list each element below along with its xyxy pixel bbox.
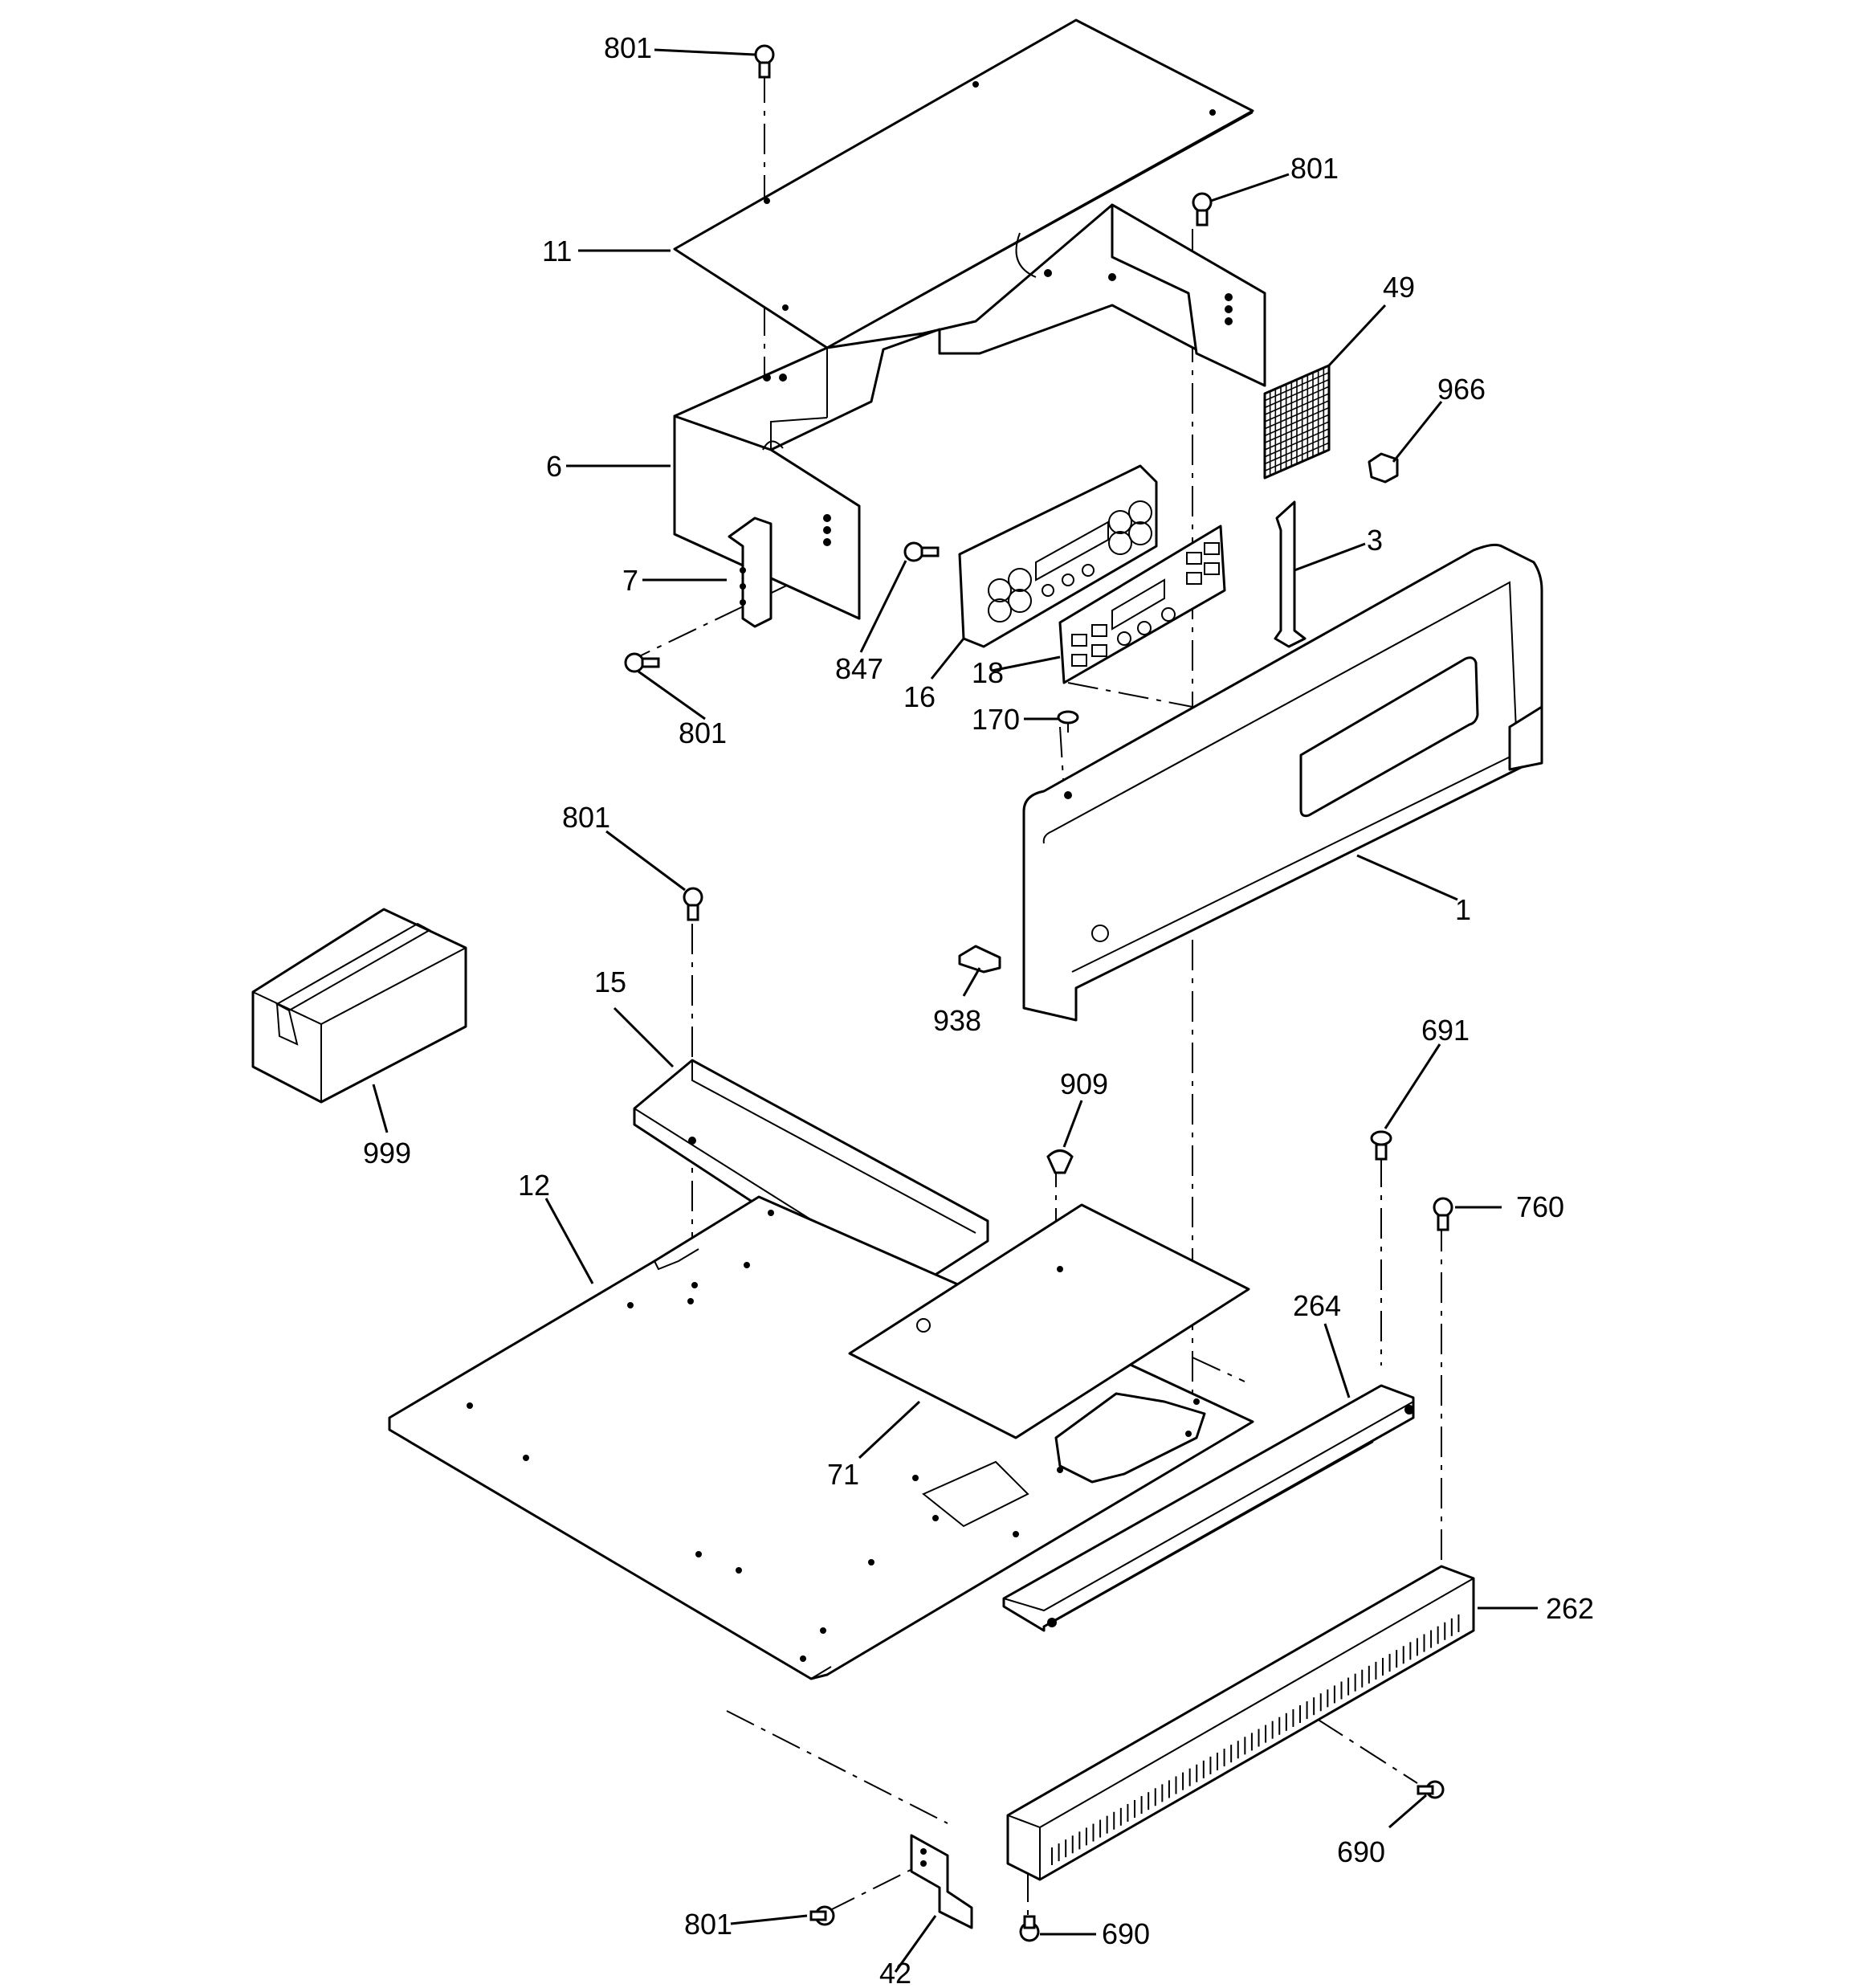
keypad-part-18	[1058, 525, 1226, 684]
box-part-999	[251, 908, 467, 1104]
callout-6: 6	[546, 450, 562, 483]
backsplash-part-1	[1022, 543, 1543, 1022]
callout-801-right: 801	[1290, 152, 1339, 185]
screw-909	[1046, 1149, 1074, 1174]
callout-690-bottom: 690	[1102, 1917, 1150, 1950]
screw-801-left	[624, 652, 660, 673]
callout-18: 18	[972, 656, 1004, 689]
callouts: 801 801 11 49 966 6 3 7 847 18 16 801 17…	[363, 31, 1594, 1988]
screw-170	[1057, 710, 1079, 733]
callout-7: 7	[622, 564, 638, 597]
callout-690-right: 690	[1337, 1835, 1385, 1868]
callout-801-top: 801	[604, 31, 652, 64]
callout-15: 15	[594, 965, 626, 998]
callout-938: 938	[933, 1004, 981, 1037]
callout-966: 966	[1437, 373, 1486, 406]
control-box-part-6	[673, 203, 1266, 620]
top-cover-part-11	[673, 18, 1254, 349]
callout-691: 691	[1421, 1014, 1470, 1047]
callout-909: 909	[1060, 1067, 1108, 1100]
callout-71: 71	[827, 1458, 859, 1491]
kick-panel-part-262	[1006, 1565, 1475, 1881]
clip-part-938	[958, 945, 1001, 974]
screw-760	[1433, 1197, 1453, 1231]
callout-11: 11	[542, 235, 572, 267]
callout-42: 42	[879, 1957, 911, 1988]
screws	[624, 44, 1453, 1942]
screw-801-right	[1192, 192, 1213, 227]
callout-3: 3	[1367, 524, 1383, 557]
base-plate-part-12	[388, 1195, 1254, 1680]
callout-801-left: 801	[679, 716, 727, 749]
control-board-part-16	[958, 464, 1158, 648]
bracket-part-3	[1274, 500, 1307, 648]
callout-847: 847	[835, 652, 883, 685]
callout-12: 12	[518, 1169, 550, 1202]
callout-760: 760	[1516, 1190, 1564, 1223]
callout-49: 49	[1383, 271, 1415, 304]
leader-lines	[372, 48, 1538, 1973]
callout-16: 16	[903, 680, 936, 713]
callout-801-bottom: 801	[684, 1908, 732, 1941]
callout-262: 262	[1546, 1592, 1594, 1625]
callout-170: 170	[972, 703, 1020, 736]
plate-part-71	[848, 1203, 1250, 1439]
screw-801-top	[754, 44, 775, 79]
screw-690-bottom	[1019, 1915, 1040, 1942]
callout-801-mid: 801	[562, 801, 610, 834]
callout-999: 999	[363, 1137, 411, 1170]
callout-264: 264	[1293, 1289, 1341, 1322]
screw-801-bottom	[809, 1905, 835, 1926]
screw-691	[1370, 1130, 1392, 1161]
callout-1: 1	[1455, 893, 1471, 926]
bracket-part-42	[910, 1834, 973, 1929]
mesh-screen-part-49	[1263, 364, 1331, 480]
screw-801-mid	[683, 887, 703, 921]
screw-690-right	[1417, 1780, 1445, 1799]
bracket-part-7	[728, 516, 773, 628]
rail-part-264	[1002, 1384, 1415, 1632]
screw-847	[903, 541, 940, 562]
clip-part-966	[1368, 452, 1399, 484]
